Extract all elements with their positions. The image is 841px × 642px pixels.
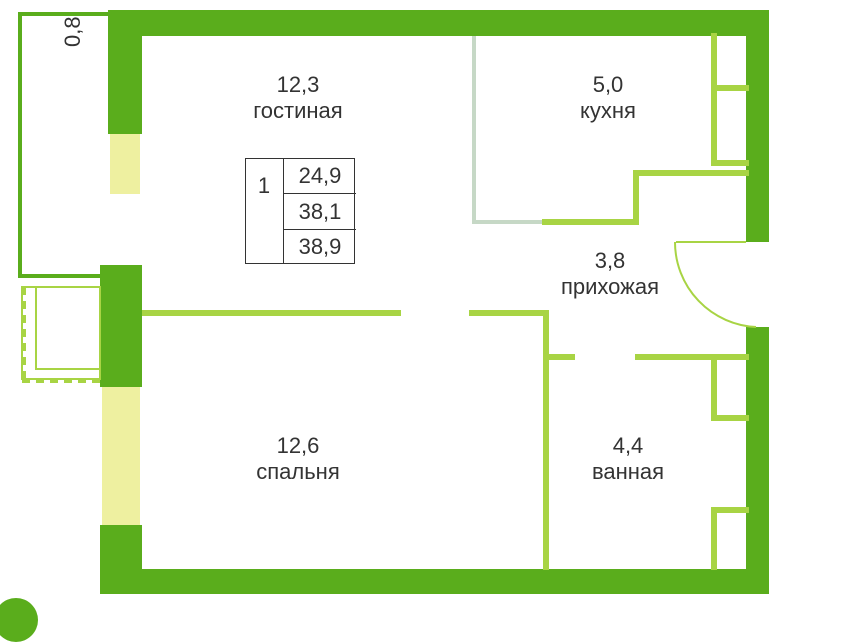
room-area: 5,0	[592, 72, 624, 97]
top-wall	[108, 10, 769, 36]
entrance-door-swing	[673, 241, 757, 328]
total-with-balcony-value: 38,9	[283, 229, 356, 264]
apartment-summary-box: 1 24,9 38,1 38,9	[245, 158, 356, 264]
room-area: 12,3	[276, 72, 320, 97]
room-area: 3,8	[594, 248, 626, 273]
room-name: прихожая	[560, 274, 660, 299]
room-area: 12,6	[276, 433, 320, 458]
window-living	[110, 134, 140, 194]
left-wall-top	[108, 10, 142, 134]
room-label-bathroom: 4,4 ванная	[568, 433, 688, 485]
room-name: гостиная	[253, 98, 343, 123]
rooms-count: 1	[257, 173, 271, 198]
window-bedroom	[102, 387, 140, 525]
right-wall-lower	[746, 327, 769, 594]
windows	[102, 134, 140, 525]
balcony-railing	[21, 286, 101, 383]
interior-walls	[142, 33, 749, 570]
right-wall-upper	[746, 10, 769, 242]
room-area: 4,4	[612, 433, 644, 458]
left-wall-bottom	[100, 525, 142, 594]
kitchen-partition-grey	[472, 36, 545, 224]
summary-border	[245, 158, 355, 264]
room-label-kitchen: 5,0 кухня	[548, 72, 668, 124]
balcony	[18, 12, 108, 278]
room-label-hallway: 3,8 прихожая	[540, 248, 680, 300]
room-name: ванная	[591, 459, 665, 484]
total-area-value: 38,1	[283, 194, 356, 230]
room-name: кухня	[580, 98, 636, 123]
room-label-bedroom: 12,6 спальня	[238, 433, 358, 485]
living-area-value: 24,9	[283, 158, 356, 194]
outer-walls	[100, 10, 769, 594]
left-wall-middle	[100, 265, 142, 387]
corner-badge	[0, 598, 38, 642]
bottom-wall	[100, 569, 769, 594]
room-label-living: 12,3 гостиная	[238, 72, 358, 124]
balcony-area-label: 0,8	[60, 16, 85, 47]
floor-plan	[18, 10, 769, 594]
room-name: спальня	[256, 459, 340, 484]
